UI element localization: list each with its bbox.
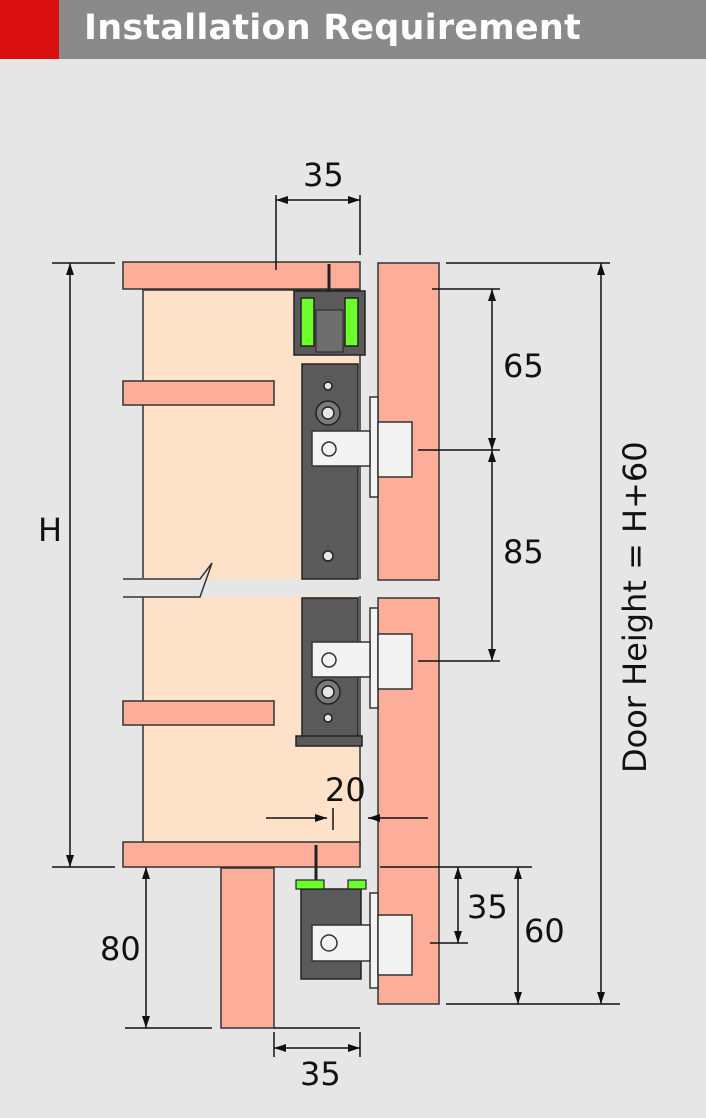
dim-bottom-offset: 80 [100, 930, 141, 968]
header-bar: Installation Requirement [0, 0, 706, 59]
roller-green-right [344, 297, 359, 347]
shelf-lower [122, 700, 275, 726]
break-line [123, 562, 213, 598]
dim-bottom-large: 60 [524, 912, 565, 950]
hinge-bracket-1 [311, 396, 413, 498]
bottom-board [122, 841, 361, 868]
dim-door-height: Door Height = H+60 [616, 441, 654, 773]
roller-green-left [300, 297, 315, 347]
dim-top-offset: 65 [503, 347, 544, 385]
page-title: Installation Requirement [84, 8, 581, 48]
dim-bottom-small: 35 [467, 888, 508, 926]
dimension-arrows [66, 196, 605, 1052]
dim-bottom-width: 35 [300, 1055, 341, 1093]
dim-hinge-spacing: 85 [503, 533, 544, 571]
dimension-lines [52, 195, 620, 1057]
top-board [122, 261, 361, 290]
shelf-upper [122, 380, 275, 406]
plinth [220, 867, 275, 1029]
fitting-rail-upper [301, 363, 359, 580]
header-accent [0, 0, 59, 59]
hinge-bracket-3 [311, 892, 413, 989]
dim-gap: 20 [325, 771, 366, 809]
hinge-bracket-2 [311, 607, 413, 709]
dim-top-width: 35 [303, 156, 344, 194]
dim-height-h: H [38, 511, 62, 549]
